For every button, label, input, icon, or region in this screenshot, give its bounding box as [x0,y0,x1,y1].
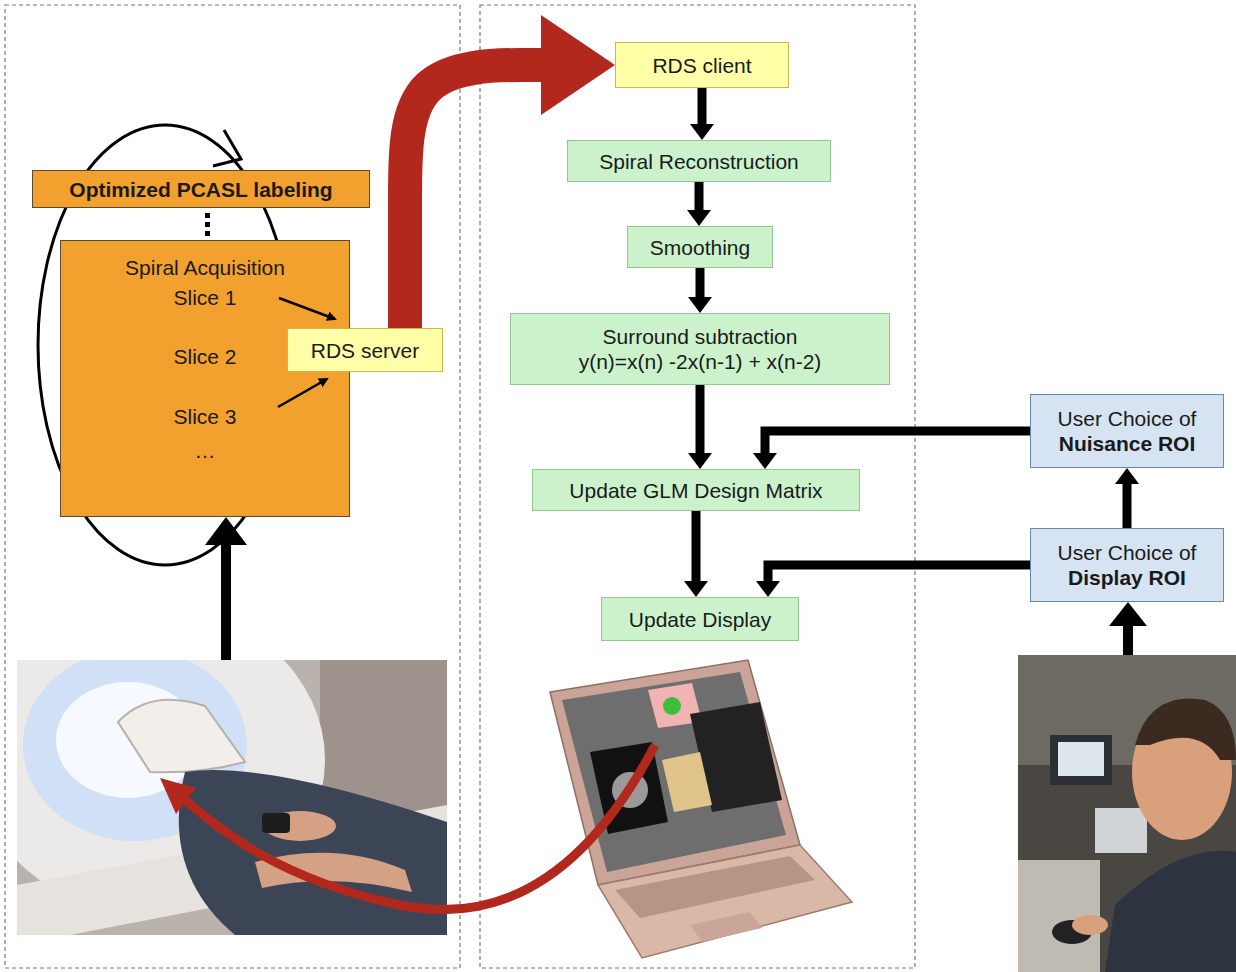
flow-arrow [696,268,705,297]
box-label: Optimized PCASL labeling [69,177,332,202]
response-device [262,813,290,833]
process-box: Update Display [601,597,799,641]
box-label: Surround subtraction [603,324,798,349]
operator-shirt [1105,851,1236,972]
laptop-illustration [550,660,852,958]
operator-hair [1135,698,1236,760]
flow-arrow [768,565,1030,581]
box-text: Display ROI [1068,565,1186,590]
connector [700,385,701,453]
laptop-touchpad [690,912,762,942]
box-label: Spiral Acquisition [125,255,285,280]
box-text: … [195,438,216,463]
dot-symbol [205,231,210,236]
box-label: RDS server [311,338,420,363]
input-box: User Choice ofDisplay ROI [1030,528,1224,602]
operator-photo [1018,655,1236,972]
monitor-screen [1058,742,1104,776]
flow-arrow [1123,484,1132,528]
process-box: Update GLM Design Matrix [532,469,860,511]
box-label: Spiral Reconstruction [599,149,799,174]
connector [700,268,701,297]
client-box: RDS client [615,42,789,88]
acquisition-box: Spiral AcquisitionSlice 1 Slice 2 Slice 3 … [60,240,350,517]
photo-ground [1018,655,1236,972]
monitor [1050,735,1112,785]
box-label: Update Display [629,607,771,632]
box-text: Slice 2 [173,344,236,369]
feedback-arrowhead [160,778,196,814]
data-transfer-arrow [405,65,545,328]
box-label: Smoothing [650,235,750,260]
panel-frame [480,5,915,968]
server-box: RDS server [287,328,443,372]
flow-arrow [205,517,247,660]
connector [768,565,1030,581]
monitor [1095,808,1147,853]
input-box: User Choice ofNuisance ROI [1030,394,1224,468]
flow-arrow [765,431,1030,453]
connector [765,431,1030,453]
screen-image [662,752,712,812]
data-transfer-arrowhead [541,15,615,115]
connector [699,182,700,210]
laptop-keyboard [615,856,815,918]
laptop-lid [550,660,800,885]
process-box: Spiral Reconstruction [567,140,831,182]
operator-hand [1072,915,1108,935]
screen-image [663,697,681,715]
dot-symbol [205,222,210,227]
box-text: Slice 1 [173,285,236,310]
head-coil [118,700,245,773]
dot-symbol [205,213,210,218]
laptop-screen [562,672,786,872]
flow-arrow [698,88,707,124]
scanner-photo [17,660,447,935]
process-box: Smoothing [627,226,773,268]
flow-arrow [1109,602,1147,655]
box-label: User Choice of [1058,406,1197,431]
box-text: Nuisance ROI [1059,431,1196,456]
process-box: Surround subtractiony(n)=x(n) -2x(n-1) +… [510,313,890,385]
label-band: Optimized PCASL labeling [32,170,370,208]
box-label: RDS client [652,53,751,78]
flow-arrow [692,511,701,581]
box-text: y(n)=x(n) -2x(n-1) + x(n-2) [579,349,822,374]
connector [696,511,697,581]
flow-arrow [695,182,704,210]
connector [1127,484,1128,528]
box-text: Slice 3 [173,404,236,429]
connector [702,88,703,124]
slice-arrow [278,379,327,407]
feedback-arrow [185,745,655,910]
box-label: User Choice of [1058,540,1197,565]
slice-arrow [279,298,335,319]
laptop-base [598,845,852,958]
flow-arrow [696,385,705,453]
box-label: Update GLM Design Matrix [569,478,822,503]
loop-arrowhead [213,130,241,166]
